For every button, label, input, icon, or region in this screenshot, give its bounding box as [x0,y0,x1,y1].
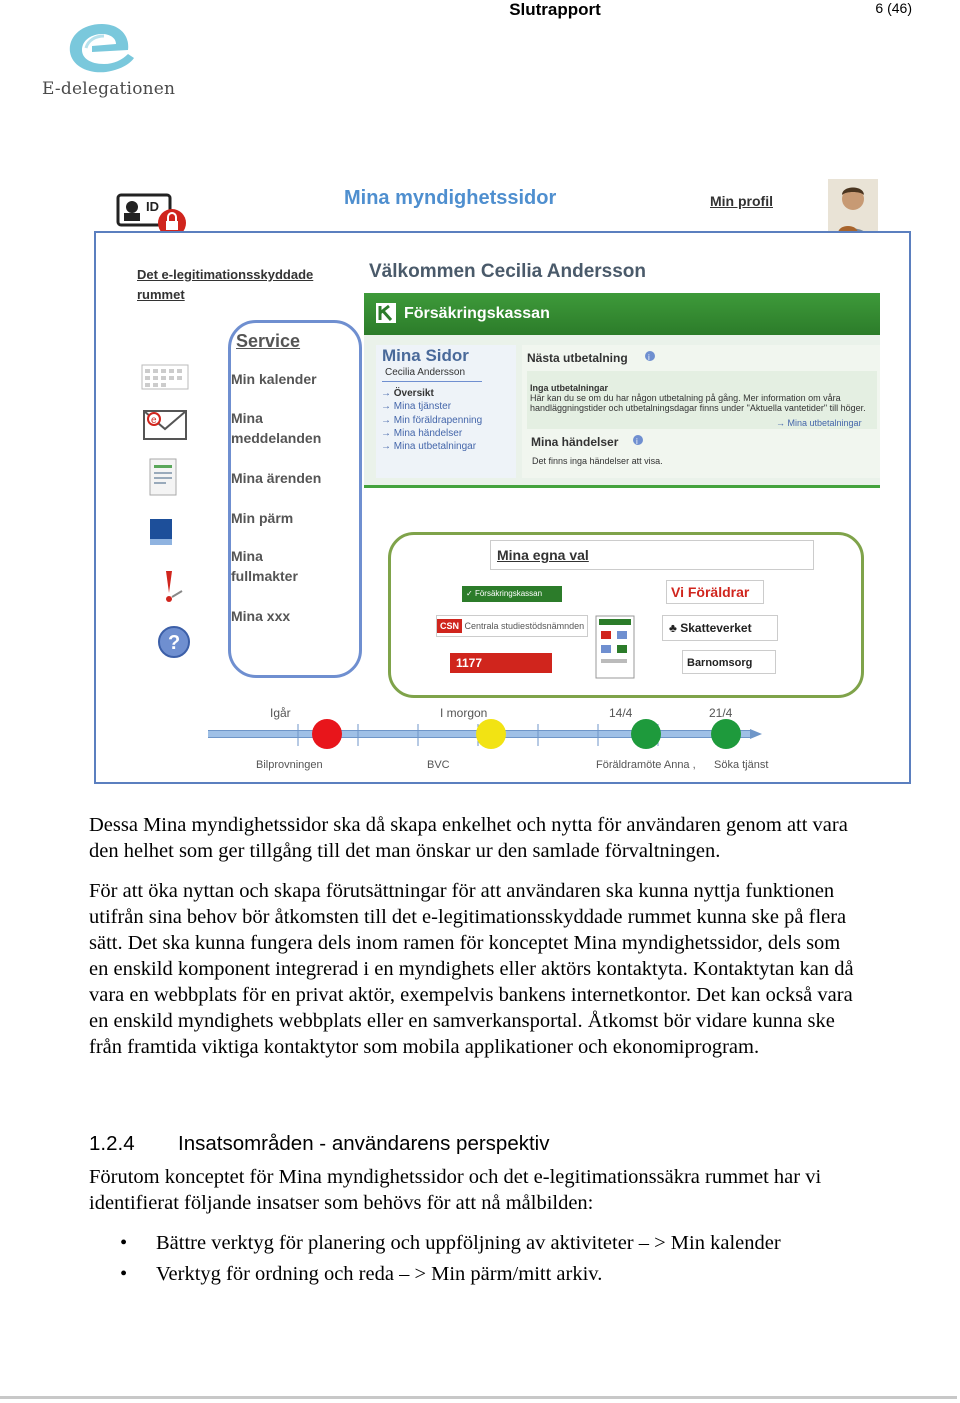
envelope-icon: e [143,410,187,440]
svg-text:i: i [636,437,638,446]
vard-shortcut[interactable]: 1177 [450,653,552,673]
skatteverket-shortcut[interactable]: ♣ Skatteverket [662,615,778,641]
nav-item-oversikt[interactable]: → Översikt [381,388,434,399]
bullet-icon: • [120,1232,128,1254]
service-item-calendar[interactable]: Min kalender [231,371,317,387]
help-icon: ? [158,626,190,658]
egna-val-title: Mina egna val [497,547,589,563]
svg-text:e: e [151,415,157,426]
binder-icon [150,519,172,545]
nav-item-tjanster[interactable]: → Mina tjänster [381,401,452,412]
timeline-label-imorgon: I morgon [440,706,488,720]
section-title: Insatsområden - användarens perspektiv [178,1132,550,1155]
timeline-event-foraldramote: Föräldramöte Anna , [596,759,696,771]
nav-item-handelser[interactable]: → Mina händelser [381,428,463,439]
service-item-messages[interactable]: Mina meddelanden [231,410,322,446]
no-payments-heading: Inga utbetalningar [530,383,609,393]
timeline-event-soka-tjanst: Söka tjänst [714,759,769,771]
payments-link[interactable]: → Mina utbetalningar [776,418,862,428]
mina-sidor-nav [376,345,516,478]
timeline-event-bvc: BVC [427,759,450,771]
e-delegationen-logo-icon [69,24,134,73]
profile-link[interactable]: Min profil [710,193,773,209]
events-heading: Mina händelser [531,435,619,449]
section-number: 1.2.4 [89,1132,135,1155]
paragraph-1: Dessa Mina myndighetssidor ska då skapa … [89,814,848,862]
exclamation-icon [166,571,183,602]
bullet-item: Bättre verktyg för planering och uppfölj… [156,1232,781,1254]
logo-text: E-delegationen [42,79,176,99]
service-item-mandates[interactable]: Mina fullmakter [231,548,298,584]
service-item-cases[interactable]: Mina ärenden [231,470,322,486]
welcome-heading: Välkommen Cecilia Andersson [369,261,647,282]
header-title: Slutrapport [509,0,601,19]
document-icon [149,458,177,496]
nav-item-foraldrapenning[interactable]: → Min föräldrapenning [381,415,483,426]
paragraph-3: Förutom konceptet för Mina myndighetssid… [89,1166,822,1214]
info-icon[interactable]: i [644,350,656,362]
svg-text:?: ? [168,632,180,654]
calendar-icon [141,364,189,390]
timeline-event-yellow[interactable] [476,719,506,749]
mina-sidor-user: Cecilia Andersson [385,367,466,378]
csn-shortcut[interactable]: CSN Centrala studiestödsnämnden [436,615,588,637]
timeline-label-igar: Igår [270,706,291,720]
service-panel [228,320,362,678]
page-number: 6 (46) [875,0,912,16]
paragraph-2: För att öka nyttan och skapa förutsättni… [89,880,854,1058]
timeline-event-bilprovningen: Bilprovningen [256,759,323,771]
timeline-event-green[interactable] [711,719,741,749]
mina-myndighetssidor-mockup: ID Mina myndighetssidor Min profil Det e… [90,175,915,785]
no-payments-text: Här kan du se om du har någon utbetalnin… [530,393,866,413]
mina-sidor-title: Mina Sidor [382,346,469,365]
site-title: Mina myndighetssidor [344,187,557,209]
payment-info-box [527,371,877,429]
timeline-arrow-icon [750,729,762,739]
footer-rule [0,1396,957,1399]
bullet-icon: • [120,1263,128,1285]
timeline-label-14-4: 14/4 [609,706,633,720]
divider [382,381,482,382]
info-icon[interactable]: i [632,434,644,446]
forsakringskassan-logo-icon [376,303,396,323]
svg-text:i: i [648,353,650,362]
next-payment-heading: Nästa utbetalning [527,351,628,365]
vi-foraldrar-shortcut[interactable]: Vi Föräldrar [666,580,764,604]
barnomsorg-shortcut[interactable]: Barnomsorg [682,650,776,674]
service-item-xxx[interactable]: Mina xxx [231,608,291,624]
id-card-icon: ID [116,193,186,237]
service-item-binder[interactable]: Min pärm [231,510,294,526]
svg-text:ID: ID [146,199,159,214]
fk-shortcut[interactable]: ✓ Försäkringskassan [462,586,562,602]
timeline-label-21-4: 21/4 [709,706,733,720]
bullet-item: Verktyg för ordning och reda – > Min pär… [156,1263,603,1285]
egna-val-title-box [490,540,814,570]
nav-item-utbetalningar[interactable]: → Mina utbetalningar [381,441,477,452]
timeline-event-red[interactable] [312,719,342,749]
phone-app-icon[interactable] [595,615,635,679]
service-title: Service [236,331,301,351]
forsakringskassan-banner-text: Försäkringskassan [404,305,550,322]
events-text: Det finns inga händelser att visa. [532,456,663,466]
elegit-room-label: Det e-legitimationsskyddade rummet [137,267,314,302]
timeline-event-green[interactable] [631,719,661,749]
forsakringskassan-banner [364,293,880,335]
